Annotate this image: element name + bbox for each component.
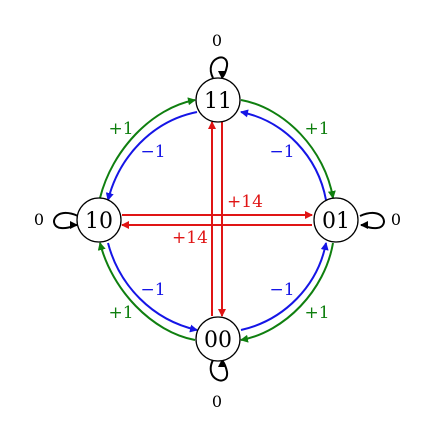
edge-11-to-01 — [240, 99, 336, 199]
edge-10-to-01-label: +14 — [227, 192, 263, 212]
self-loop-01-label: 0 — [391, 210, 401, 229]
edge-00-to-01 — [240, 242, 329, 331]
node-11: 11 — [195, 77, 241, 123]
node-01: 01 — [313, 197, 359, 243]
edge-01-to-11-label: −1 — [269, 142, 294, 162]
node-11-label: 11 — [204, 89, 232, 114]
self-loop-00 — [209, 359, 229, 382]
edge-00-to-10 — [97, 242, 196, 341]
edge-01-to-10-label: +14 — [172, 228, 208, 248]
node-01-label: 01 — [322, 209, 350, 234]
self-loop-01 — [359, 212, 385, 230]
node-10: 10 — [76, 197, 122, 243]
edge-11-to-10-label: −1 — [140, 142, 165, 162]
edge-00-to-01-label: −1 — [269, 280, 294, 300]
self-loop-00-label: 0 — [212, 392, 222, 411]
edge-01-to-00 — [240, 242, 334, 343]
edge-10-to-11 — [99, 97, 196, 199]
edge-01-to-11 — [240, 109, 327, 201]
edge-11-to-01-label: +1 — [304, 119, 329, 139]
edge-10-to-00 — [107, 242, 198, 333]
edge-11-to-10 — [105, 111, 198, 201]
node-00: 00 — [195, 316, 241, 362]
edge-10-to-11-label: +1 — [108, 119, 133, 139]
self-loop-11-label: 0 — [212, 31, 222, 50]
self-loop-11 — [209, 56, 229, 79]
edge-00-to-10-label: +1 — [108, 303, 133, 323]
edge-10-to-00-label: −1 — [140, 280, 165, 300]
self-loop-10 — [53, 212, 79, 230]
edge-01-to-00-label: +1 — [304, 303, 329, 323]
self-loop-10-label: 0 — [34, 210, 44, 229]
node-10-label: 10 — [85, 209, 113, 234]
node-00-label: 00 — [204, 328, 232, 353]
